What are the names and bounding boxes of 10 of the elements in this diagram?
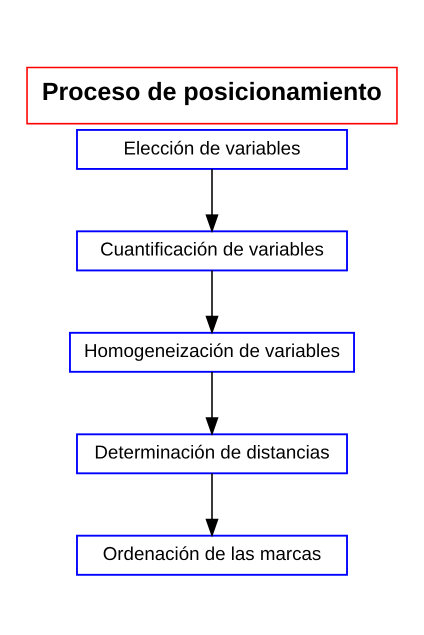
arrow: [205, 168, 219, 233]
arrow: [205, 472, 219, 537]
node-box: Determinación de distancias: [76, 432, 348, 474]
node-box: Homogeneización de variables: [69, 331, 355, 372]
arrow: [205, 270, 219, 334]
arrow: [205, 371, 219, 436]
node-box: Ordenación de las marcas: [76, 534, 348, 576]
node-box: Cuantificación de variables: [76, 230, 348, 271]
diagram-title: Proceso de posicionamiento: [42, 77, 382, 106]
node-box: Elección de variables: [76, 128, 348, 170]
